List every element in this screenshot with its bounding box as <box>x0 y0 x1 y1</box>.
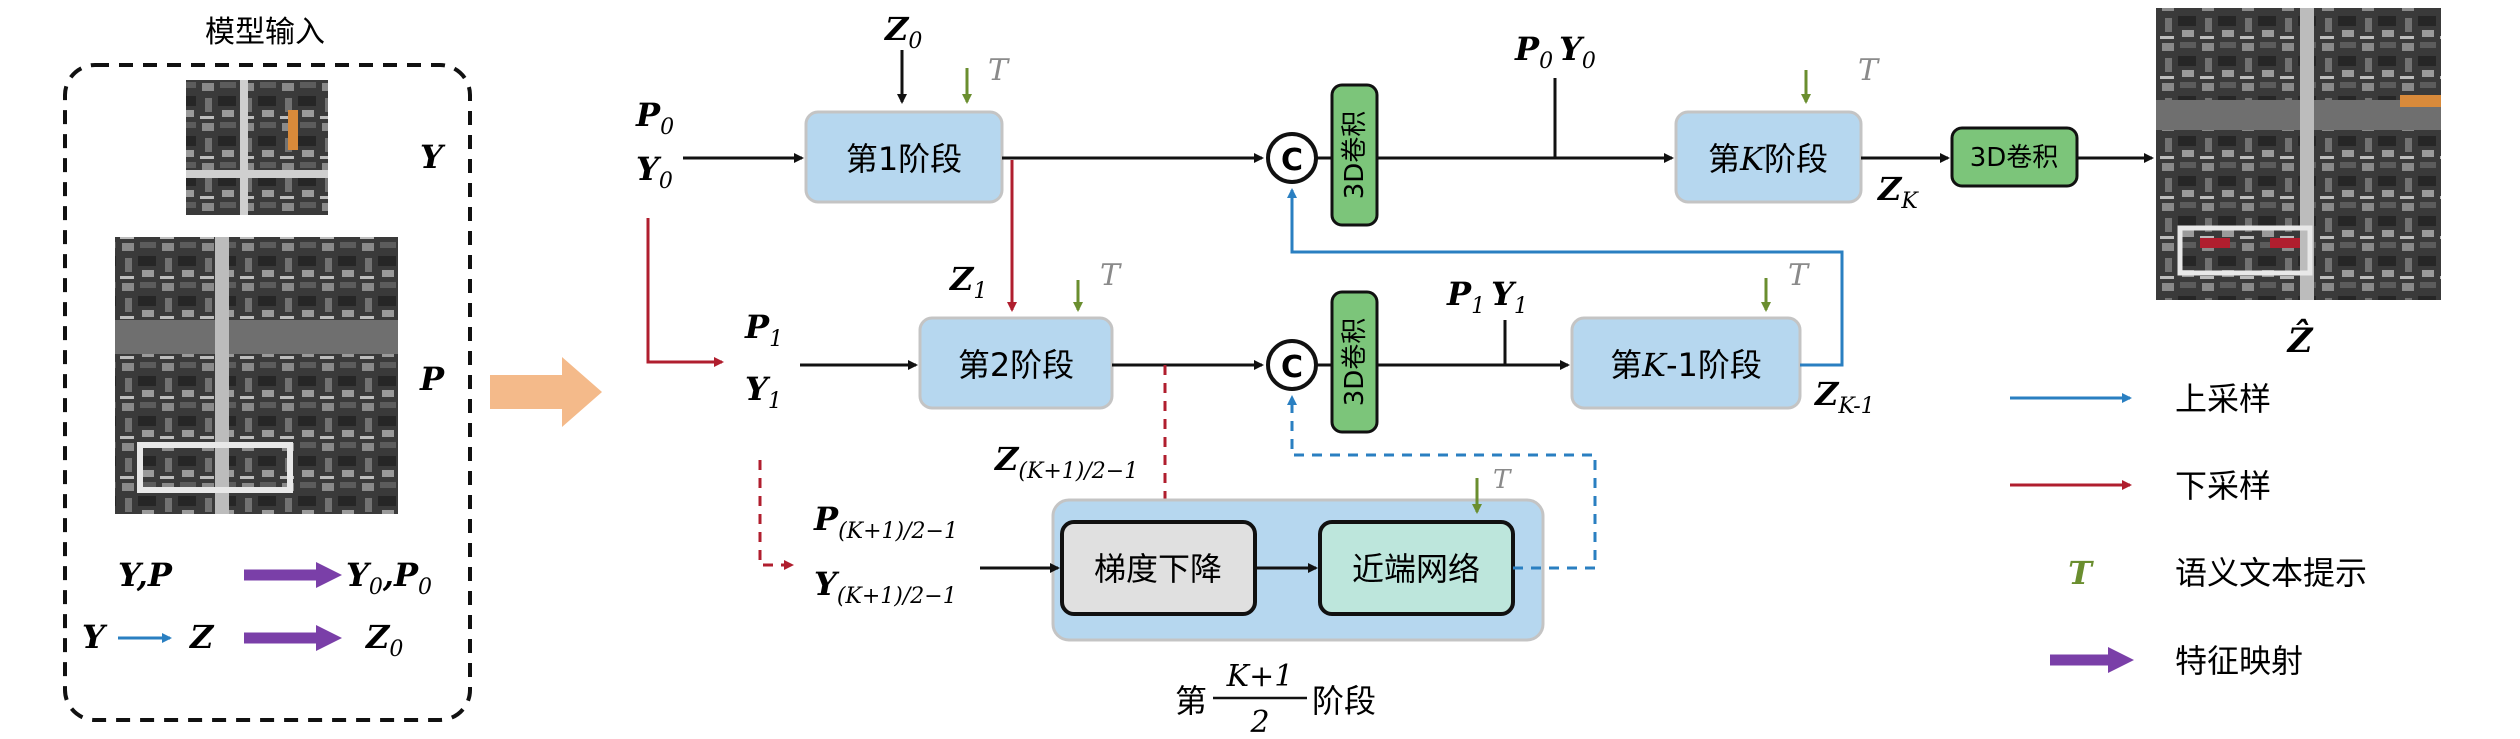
concat-1-label: C <box>1281 143 1303 178</box>
legend-feature-arrow-head <box>2108 647 2134 673</box>
text-t-sk1: T <box>1788 258 1810 293</box>
zk-label: ZK <box>1876 170 1919 214</box>
upsample-arrow-1 <box>1287 188 1844 367</box>
map-z-text: Z <box>188 618 215 656</box>
stage-mid-caption: 第 K+1 2 阶段 <box>1175 659 1376 739</box>
input-panel: 模型输入 Y P Y,P Y0,P0 Y Z Z0 <box>63 15 472 722</box>
legend-text-symbol: T <box>2068 554 2094 592</box>
input-image-y <box>186 80 328 215</box>
upsample-arrow-2-dashed <box>1287 395 1597 570</box>
z0-label: Z0 <box>883 10 922 54</box>
y1-label: Y1 <box>745 370 782 414</box>
label-y: Y <box>420 138 446 176</box>
text-t-sk: T <box>1858 53 1880 88</box>
stage-2-label: 第2阶段 <box>958 346 1074 384</box>
text-t-s1: T <box>988 53 1010 88</box>
conv3d-1-label: 3D卷积 <box>1340 111 1370 200</box>
map-y0: Y0,P0 <box>346 556 432 600</box>
feature-map-arrow-2-head <box>316 625 342 651</box>
y0-label: Y0 <box>636 150 673 194</box>
legend-upsample-label: 上采样 <box>2175 380 2271 418</box>
p1-label: P1 <box>744 308 783 352</box>
conv3d-2-box <box>1330 290 1379 434</box>
text-t-s2: T <box>1100 258 1122 293</box>
conv3d-final-label: 3D卷积 <box>1970 143 2059 173</box>
input-image-p <box>115 237 398 514</box>
gradient-descent-label: 梯度下降 <box>1094 550 1222 588</box>
output-image <box>2156 8 2441 300</box>
stage-k-minus-1-label: 第K-1阶段 <box>1610 346 1762 384</box>
downsample-arrow-1 <box>646 218 724 367</box>
map-y-text: Y <box>82 618 108 656</box>
map-z0: Z0 <box>364 618 403 662</box>
stage-mid-pre: 第 <box>1175 682 1207 720</box>
z1-label: Z1 <box>948 260 987 304</box>
zmid-label: Z(K+1)/2−1 <box>993 440 1138 484</box>
p0-label: P0 <box>635 96 674 140</box>
stage-mid-post: 阶段 <box>1312 682 1376 720</box>
conv3d-1-box <box>1330 83 1379 227</box>
legend: 上采样 下采样 T 语义文本提示 特征映射 <box>2010 380 2367 680</box>
feature-map-arrow-1-head <box>316 562 342 588</box>
stage-mid-denominator: 2 <box>1249 705 1269 739</box>
stage-k-minus-1-box <box>1570 316 1802 410</box>
downsample-arrow-3-dashed <box>758 460 794 570</box>
input-panel-title: 模型输入 <box>205 15 325 50</box>
conv3d-2-label: 3D卷积 <box>1340 318 1370 407</box>
label-p: P <box>419 360 445 398</box>
legend-downsample-label: 下采样 <box>2175 467 2271 505</box>
yk-label: Y(K+1)/2−1 <box>814 565 957 609</box>
input-to-network-arrow <box>490 357 602 427</box>
pk-label: P(K+1)/2−1 <box>813 500 958 544</box>
stage-2-box <box>918 316 1114 410</box>
output-label: Ẑ <box>2286 319 2314 361</box>
legend-feature-label: 特征映射 <box>2175 642 2303 680</box>
stage-1-label: 第1阶段 <box>846 140 962 178</box>
legend-text-prompt-label: 语义文本提示 <box>2175 554 2367 592</box>
map-yp-text: Y,P <box>118 556 173 594</box>
text-t-mid: T <box>1493 465 1512 495</box>
proximal-network-label: 近端网络 <box>1352 550 1480 588</box>
stage-k-label: 第K阶段 <box>1708 140 1828 178</box>
stage-mid-numerator: K+1 <box>1226 659 1294 694</box>
zk1-label: ZK-1 <box>1813 375 1875 419</box>
concat-2-label: C <box>1281 350 1303 385</box>
